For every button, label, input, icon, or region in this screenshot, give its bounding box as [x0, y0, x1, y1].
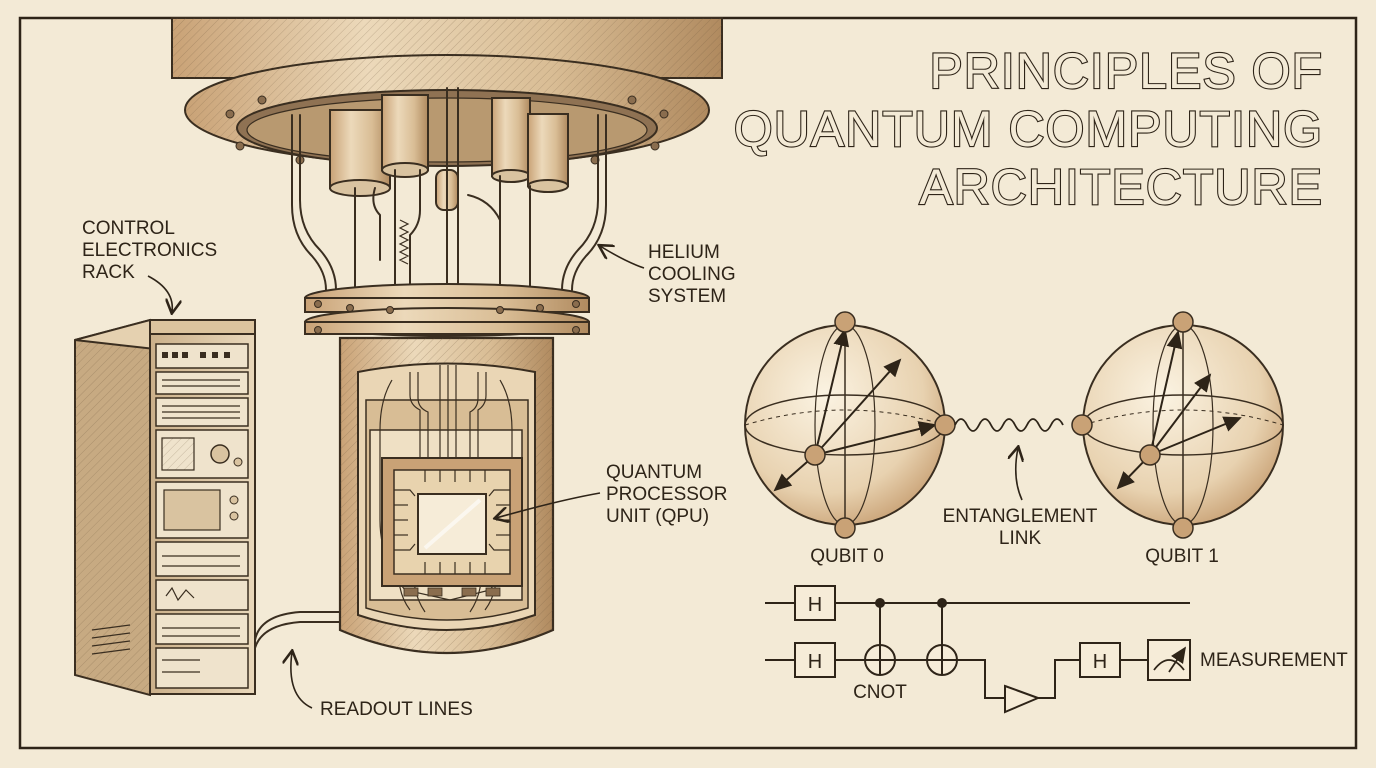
label-qpu-line3: UNIT (QPU) [606, 506, 709, 527]
label-readout-lines: READOUT LINES [320, 699, 473, 720]
measurement-label: MEASUREMENT [1200, 650, 1348, 671]
label-entanglement-line1: ENTANGLEMENT [943, 506, 1098, 527]
label-helium-line1: HELIUM [648, 242, 720, 263]
title-line-1: PRINCIPLES OF [929, 43, 1323, 99]
label-qubit-1: QUBIT 1 [1145, 546, 1219, 567]
arrow-entanglement [1016, 448, 1022, 501]
label-control-rack-line1: CONTROL [82, 218, 175, 239]
h-gate-final-label: H [1093, 651, 1107, 673]
label-qpu: QUANTUM PROCESSOR UNIT (QPU) [606, 462, 727, 527]
label-control-rack-line2: ELECTRONICS [82, 240, 217, 261]
arrow-readout [291, 652, 313, 709]
arrow-helium [600, 246, 645, 269]
h-gate-q1[interactable] [794, 642, 836, 678]
readout-cable-lower [254, 621, 341, 649]
arrow-control-rack [147, 275, 172, 312]
control-electronics-rack[interactable] [74, 318, 256, 697]
meter-icon [1153, 659, 1185, 671]
title-block: PRINCIPLES OF QUANTUM COMPUTING ARCHITEC… [733, 42, 1323, 216]
label-helium-line3: SYSTEM [648, 286, 726, 307]
title-line-3: ARCHITECTURE [919, 159, 1323, 215]
label-qpu-line1: QUANTUM [606, 462, 702, 483]
readout-cable-upper [254, 611, 341, 641]
label-qpu-line2: PROCESSOR [606, 484, 727, 505]
cnot-label: CNOT [853, 682, 907, 703]
label-entanglement-line2: LINK [999, 528, 1042, 549]
entanglement-link-wave [954, 418, 1064, 432]
title-line-2: QUANTUM COMPUTING [734, 101, 1323, 157]
helium-pipes [291, 87, 607, 291]
cooling-canisters [329, 94, 569, 211]
bloch-sphere-qubit-1 [1071, 311, 1284, 539]
h-gate-q1-label: H [808, 651, 822, 673]
h-gate-q0-label: H [808, 594, 822, 616]
quantum-circuit: H H CNOT H MEASUREMENT [765, 585, 1348, 714]
qpu-chip [381, 457, 523, 597]
label-helium-line2: COOLING [648, 264, 736, 285]
label-control-rack-line3: RACK [82, 262, 135, 283]
label-helium: HELIUM COOLING SYSTEM [648, 242, 736, 307]
amplifier-icon [1004, 684, 1041, 714]
h-gate-final[interactable] [1079, 642, 1121, 678]
label-control-rack: CONTROL ELECTRONICS RACK [82, 218, 217, 283]
bloch-sphere-qubit-0 [744, 311, 956, 539]
h-gate-q0[interactable] [794, 585, 836, 621]
arrow-qpu [496, 492, 601, 518]
label-qubit-0: QUBIT 0 [810, 546, 884, 567]
